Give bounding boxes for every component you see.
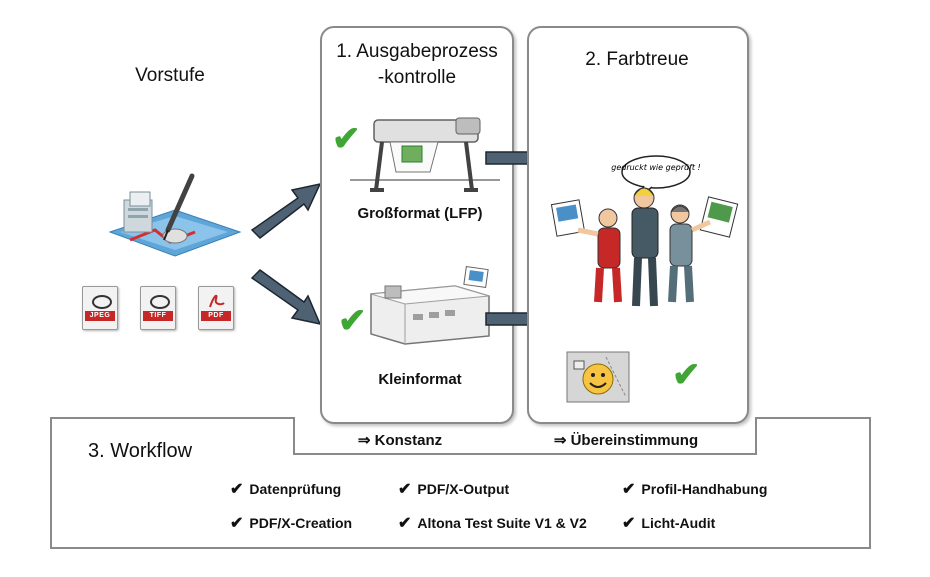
- eye-icon: [92, 295, 112, 309]
- large-format-printer-illustration: [350, 117, 500, 192]
- match-result: ⇒ Übereinstimmung: [553, 432, 699, 449]
- workflow-item-label: Licht-Audit: [641, 515, 716, 531]
- large-format-caption: Großformat (LFP): [357, 205, 483, 222]
- color-fidelity-check-icon: ✔: [672, 356, 701, 394]
- happy-customers-illustration: gedruckt wie geprüft !: [550, 155, 739, 307]
- workflow-item-label: PDF/X-Creation: [249, 515, 353, 531]
- color-fidelity-title: 2. Farbtreue: [585, 49, 689, 70]
- tiff-file-icon: TIFF: [140, 286, 176, 330]
- eye-icon: [150, 295, 170, 309]
- tiff-label: TIFF: [143, 311, 173, 321]
- speech-bubble-text: gedruckt wie geprüft !: [611, 163, 701, 172]
- pdf-label: PDF: [201, 311, 231, 321]
- workflow-item-label: PDF/X-Output: [417, 481, 510, 497]
- checkmark-icon: ✔: [622, 481, 636, 498]
- checkmark-icon: ✔: [230, 515, 244, 532]
- checkmark-icon: ✔: [622, 515, 636, 532]
- small-format-caption: Kleinformat: [378, 371, 462, 388]
- workflow-item-light-audit: ✔ Licht-Audit: [622, 513, 715, 533]
- prepress-title: Vorstufe: [135, 65, 205, 86]
- workflow-item-pdfx-output: ✔ PDF/X-Output: [398, 479, 509, 499]
- smiley-approval-icon: [566, 351, 630, 403]
- jpeg-label: JPEG: [85, 311, 115, 321]
- prepress-workstation-illustration: [108, 173, 242, 257]
- workflow-item-pdfx-creation: ✔ PDF/X-Creation: [230, 513, 352, 533]
- output-process-control-title-line2: -kontrolle: [377, 67, 457, 88]
- workflow-item-label: Datenprüfung: [249, 481, 342, 497]
- workflow-item-altona-test-suite: ✔ Altona Test Suite V1 & V2: [398, 513, 587, 533]
- lfp-check-icon: ✔: [332, 120, 361, 158]
- workflow-item-profile-handling: ✔ Profil-Handhabung: [622, 479, 767, 499]
- checkmark-icon: ✔: [398, 481, 412, 498]
- checkmark-icon: ✔: [398, 515, 412, 532]
- consistency-result: ⇒ Konstanz: [357, 432, 443, 449]
- digital-press-illustration: [370, 266, 490, 345]
- prepress-to-small-format-arrow-icon: [250, 269, 322, 326]
- workflow-item-label: Altona Test Suite V1 & V2: [417, 515, 587, 531]
- prepress-to-lfp-arrow-icon: [250, 182, 322, 239]
- checkmark-icon: ✔: [230, 481, 244, 498]
- workflow-title: 3. Workflow: [88, 440, 193, 462]
- workflow-panel-outline: [50, 417, 871, 549]
- pdf-file-icon: PDF: [198, 286, 234, 330]
- jpeg-file-icon: JPEG: [82, 286, 118, 330]
- small-format-check-icon: ✔: [338, 302, 367, 340]
- workflow-item-data-check: ✔ Datenprüfung: [230, 479, 341, 499]
- output-process-control-title-line1: 1. Ausgabeprozess: [336, 41, 498, 62]
- workflow-item-label: Profil-Handhabung: [641, 481, 768, 497]
- pdf-symbol-icon: [209, 294, 225, 308]
- output-process-control-panel: [320, 26, 514, 424]
